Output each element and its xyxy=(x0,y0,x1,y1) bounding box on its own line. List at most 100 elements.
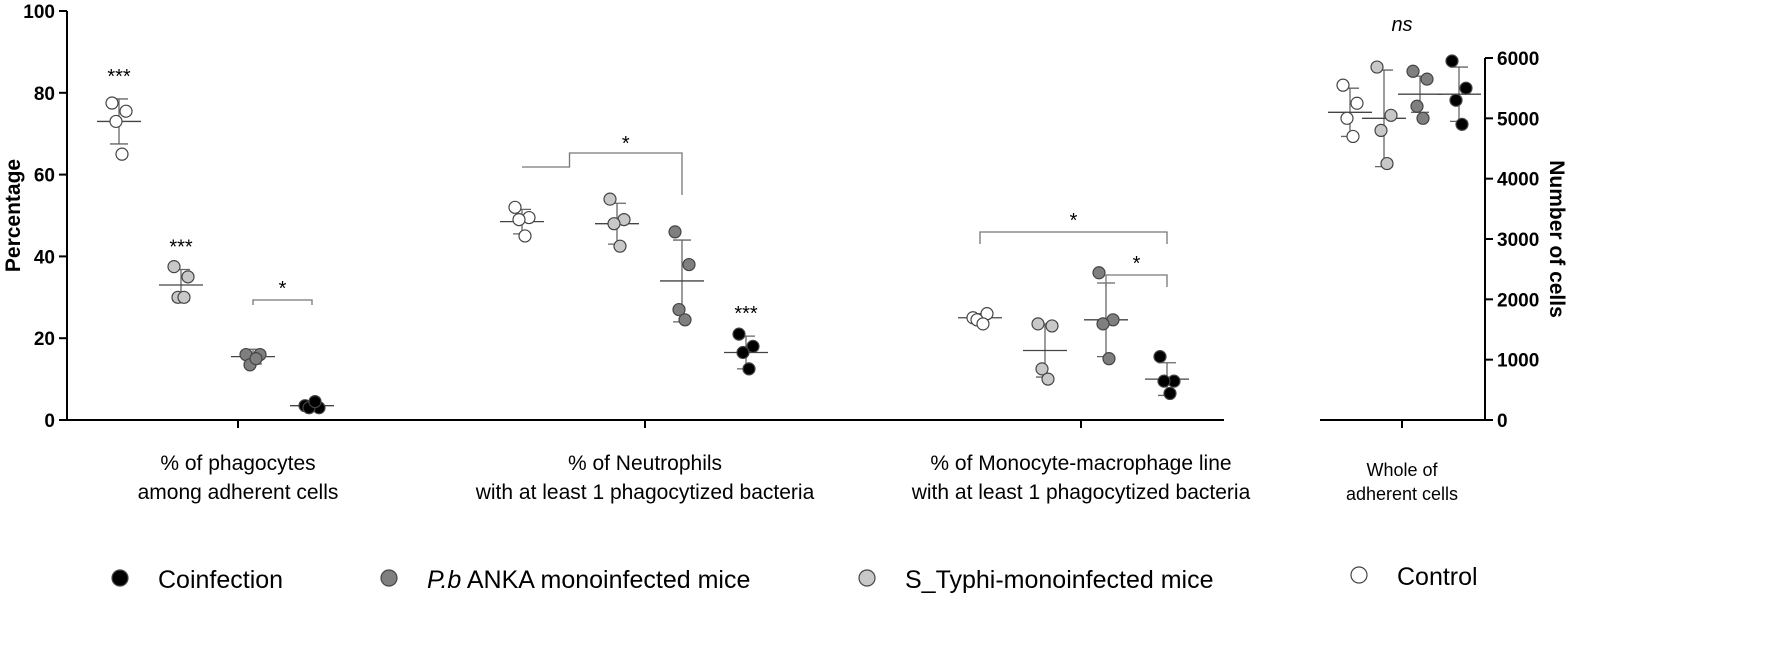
data-point xyxy=(1370,60,1384,74)
bracket-label: * xyxy=(279,278,287,300)
series-group xyxy=(595,192,639,253)
data-point xyxy=(672,302,686,317)
group-label: % of Neutrophils xyxy=(568,452,722,475)
group-significance-label: ns xyxy=(1391,14,1412,36)
data-point xyxy=(115,147,129,161)
data-point xyxy=(1459,81,1473,95)
group-label: with at least 1 phagocytized bacteria xyxy=(475,481,815,504)
data-point xyxy=(1102,352,1116,366)
legend-label-text: Coinfection xyxy=(158,566,283,594)
series-group xyxy=(500,200,544,243)
significance-bracket: * xyxy=(522,133,683,195)
legend-label-italic: P.b xyxy=(427,566,461,594)
data-point xyxy=(105,96,119,110)
series-group xyxy=(1437,54,1481,131)
y-right-tick-label: 6000 xyxy=(1497,49,1539,70)
data-point xyxy=(1157,374,1171,388)
data-point xyxy=(109,114,123,129)
y-tick-label: 40 xyxy=(34,247,55,268)
data-point xyxy=(1420,72,1434,86)
legend-item: Control xyxy=(1350,563,1478,591)
legend-label: S_Typhi-monoinfected mice xyxy=(905,566,1213,594)
group-label: Whole of xyxy=(1366,460,1438,480)
data-point xyxy=(742,362,756,376)
series-group xyxy=(958,307,1002,331)
legend-marker xyxy=(380,569,398,587)
legend-marker xyxy=(858,569,876,587)
series-group xyxy=(660,225,704,327)
y-tick-label: 0 xyxy=(44,411,55,432)
data-point xyxy=(1384,108,1398,122)
data-point xyxy=(1445,54,1459,68)
bracket-line xyxy=(979,231,1168,244)
data-point xyxy=(1410,99,1424,113)
series-group: *** xyxy=(724,303,768,376)
data-point xyxy=(1163,386,1177,401)
group-label: % of phagocytes xyxy=(160,452,315,475)
series-group xyxy=(1084,266,1128,366)
group-label: among adherent cells xyxy=(138,481,339,504)
legend-marker xyxy=(111,569,129,587)
legend-label-text: Control xyxy=(1397,563,1478,591)
data-point xyxy=(1346,129,1360,144)
legend-label: Control xyxy=(1397,563,1478,591)
series-group xyxy=(1328,78,1372,144)
data-point xyxy=(1350,96,1364,110)
data-point xyxy=(682,257,696,272)
data-point xyxy=(613,239,627,253)
legend-label-text: S_Typhi-monoinfected mice xyxy=(905,566,1213,594)
data-point xyxy=(603,192,617,206)
y-right-tick-label: 1000 xyxy=(1497,351,1539,372)
series-group xyxy=(290,394,334,415)
data-point xyxy=(668,225,682,239)
legend-item: S_Typhi-monoinfected mice xyxy=(858,566,1213,594)
data-point xyxy=(1374,123,1388,137)
data-point xyxy=(1416,111,1430,125)
data-point xyxy=(976,317,990,331)
data-point xyxy=(1406,64,1420,78)
data-point xyxy=(177,290,191,304)
data-point xyxy=(736,345,750,360)
data-point xyxy=(1045,319,1059,333)
data-point xyxy=(1380,156,1394,171)
y-right-tick-label: 2000 xyxy=(1497,290,1539,311)
significance-bracket: * xyxy=(979,210,1168,244)
series-group: *** xyxy=(159,236,203,304)
bracket-label: * xyxy=(1070,210,1078,232)
data-point xyxy=(1092,266,1106,280)
significance-label: *** xyxy=(169,236,193,258)
significance-bracket: * xyxy=(252,278,313,305)
data-point xyxy=(1449,93,1463,107)
legend-item: P.b ANKA monoinfected mice xyxy=(380,566,750,594)
data-point xyxy=(678,313,692,327)
legend-label-text: ANKA monoinfected mice xyxy=(461,566,750,594)
legend-item: Coinfection xyxy=(111,566,283,594)
data-point xyxy=(181,270,195,284)
y-tick-label: 20 xyxy=(34,329,55,350)
data-point xyxy=(1031,317,1045,331)
data-point xyxy=(1041,372,1055,386)
data-point xyxy=(308,394,322,409)
y-tick-label: 100 xyxy=(23,2,55,23)
series-group xyxy=(1023,317,1067,386)
data-point xyxy=(1153,350,1167,364)
data-point xyxy=(732,327,746,341)
legend-marker xyxy=(1350,566,1368,584)
legend: Coinfection P.b ANKA monoinfected mice S_T… xyxy=(111,563,1478,594)
bracket-line xyxy=(252,299,313,305)
y-tick-label: 60 xyxy=(34,166,55,187)
group-label: adherent cells xyxy=(1346,484,1458,504)
significance-label: *** xyxy=(734,303,758,325)
significance-bracket: * xyxy=(1105,253,1168,287)
y-right-tick-label: 3000 xyxy=(1497,230,1539,251)
significance-label: *** xyxy=(107,66,131,88)
group-label: with at least 1 phagocytized bacteria xyxy=(911,481,1251,504)
bracket-label: * xyxy=(622,133,630,155)
data-point xyxy=(1096,317,1110,331)
